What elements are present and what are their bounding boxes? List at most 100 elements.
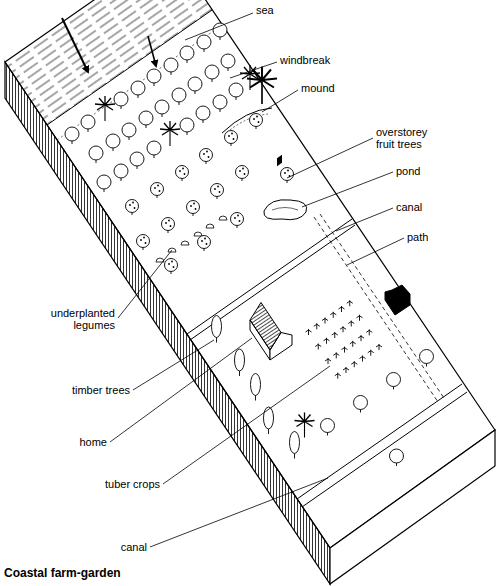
leader-line [163,366,330,484]
windbreak-tree [180,46,194,63]
leader-line [150,478,328,547]
tuber-crop [360,356,366,362]
windbreak-tree [97,175,111,192]
callout-label: sea [256,4,274,16]
tuber-crop [358,335,364,341]
left-cut-face [5,62,330,584]
fruit-tree [200,149,213,165]
leader-line [347,238,404,265]
windbreak-tree [131,81,145,98]
garden-path [314,217,438,402]
fruit-tree [165,259,178,275]
fruit-tree [250,114,263,130]
fruit-tree [236,166,249,182]
fruit-tree [225,131,238,147]
fruit-tree [198,236,211,252]
windbreak-tree [229,83,243,100]
fruit-tree [281,168,294,184]
fruit-tree [231,213,244,229]
front-cut-face [330,430,495,584]
timber-tree [212,316,222,343]
callout-label: pond [396,165,420,177]
leader-line [336,208,393,231]
tuber-crop [348,321,354,327]
callout-label: mound [301,82,335,94]
leader-line [287,138,373,178]
callout-label: overstorey fruit trees [376,126,438,150]
garden-tree [387,373,401,390]
legume-bush [194,232,202,236]
tuber-crop [333,352,339,358]
tuber-crop [332,332,338,338]
mound-ridge [230,114,268,130]
legume-bush [206,224,214,228]
palm-tree [295,413,315,438]
garden-tree [390,449,404,466]
tuber-crop [322,318,328,324]
wind-arrow [148,36,156,66]
callout-label: underplanted legumes [40,307,115,331]
palm-tree [160,121,180,146]
windbreak-tree [197,35,211,52]
wind-arrow [62,18,88,72]
tuber-crop [376,344,382,350]
tuber-crop [350,341,356,347]
windbreak-tree [81,115,95,132]
tuber-crop [324,338,330,344]
timber-tree [251,374,261,401]
timber-tree [235,349,245,376]
tuber-crop [335,373,341,379]
tuber-crop [330,312,336,318]
garden-path [320,214,444,398]
canal-bank [302,392,467,507]
tuber-crop [368,350,374,356]
windbreak-tree [89,146,103,163]
shoreline [47,10,212,125]
house-door [277,155,282,166]
legume-bush [181,241,189,245]
windbreak-tree [106,134,120,151]
leader-line [302,172,393,207]
top-surface [5,0,495,548]
tuber-crop [314,323,320,329]
callout-label: path [407,231,428,243]
callout-label: timber trees [40,384,130,396]
windbreak-tree [164,58,178,75]
fruit-tree [176,166,189,182]
windbreak-tree [139,111,153,128]
windbreak-tree [114,92,128,109]
fruit-tree [137,235,150,251]
fruit-tree [211,184,224,200]
windbreak-tree [122,123,136,140]
timber-tree [290,432,300,459]
leader-line [230,62,277,78]
callout-label: canal [396,201,422,213]
windbreak-tree [196,106,210,123]
windbreak-tree [213,95,227,112]
windbreak-tree [65,127,79,144]
tuber-crop [351,361,357,367]
fruit-tree [151,183,164,199]
house-roof [250,303,281,351]
beach-line [57,25,222,140]
tuber-crop [357,315,363,321]
leader-line [110,338,252,442]
tuber-crop [325,358,331,364]
sea-surface [5,0,212,125]
fruit-tree [162,218,175,234]
tuber-crop [366,329,372,335]
windbreak-tree [172,88,186,105]
callout-label: windbreak [280,54,330,66]
tuber-crop [347,300,353,306]
legume-bush [219,216,227,220]
tuber-crop [339,306,345,312]
windbreak-tree [188,77,202,94]
leader-line [133,340,214,390]
mound-ridge [222,108,272,133]
leader-line [185,13,253,40]
windbreak-tree [180,118,194,135]
tuber-crop [343,367,349,373]
windbreak-tree [147,141,161,158]
